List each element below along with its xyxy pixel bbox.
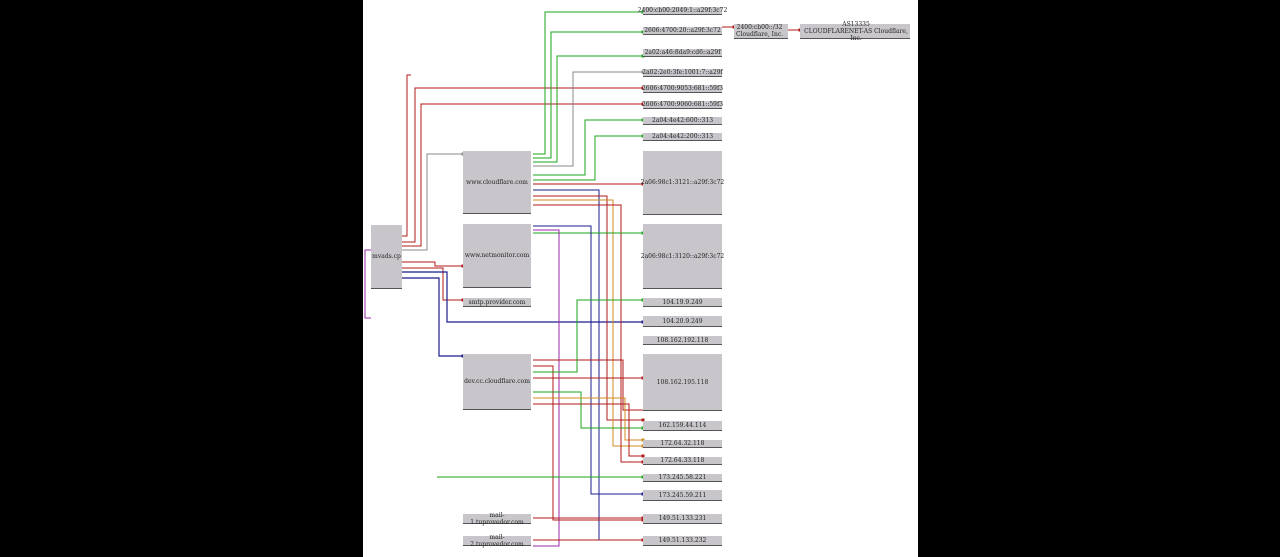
- edge-9: [364, 249, 371, 319]
- node-ipv6-big-2[interactable]: 2a06:98c1:3120::a29f:3c72: [641, 224, 724, 289]
- node-ipv4-4[interactable]: 162.159.44.114: [643, 421, 722, 431]
- edge-25: [533, 365, 643, 521]
- node-ipv6-5[interactable]: 2606:4700:9053:681::59f3: [641, 85, 724, 93]
- edge-4: [402, 153, 463, 251]
- edge-20: [533, 204, 643, 463]
- node-asn[interactable]: AS13335 CLOUDFLARENET-AS Cloudflare, Inc…: [800, 21, 910, 42]
- edge-5: [402, 261, 463, 267]
- node-asn-network[interactable]: 2400:cb00::/32 Cloudflare, Inc.: [734, 24, 788, 39]
- edge-15: [533, 135, 643, 181]
- node-ipv6-2[interactable]: 2606:4700:20::a29f:3c72: [643, 27, 722, 35]
- node-dev-cloudflare[interactable]: dev.cc.cloudflare.com: [463, 354, 531, 410]
- node-ipv4-big-3[interactable]: 108.162.195.118: [643, 354, 722, 411]
- edge-13: [533, 71, 643, 167]
- edge-7: [402, 271, 643, 323]
- edge-29: [533, 397, 643, 441]
- edge-arrowhead: [641, 418, 645, 422]
- edge-6: [402, 267, 463, 301]
- edge-14: [533, 119, 643, 176]
- node-small-subdomain[interactable]: smtp.provider.com: [463, 298, 531, 307]
- node-ipv6-4[interactable]: 2a02:2e0:3fe:1001:7::a29f: [642, 69, 723, 77]
- node-ipv4-6[interactable]: 172.64.33.118: [643, 457, 722, 465]
- node-ipv4-3[interactable]: 108.162.192.118: [643, 336, 722, 345]
- node-ipv4-9[interactable]: 149.51.133.231: [643, 514, 722, 524]
- node-ipv4-5[interactable]: 172.64.32.118: [643, 440, 722, 448]
- edge-11: [533, 31, 643, 159]
- edge-26: [533, 299, 643, 373]
- edge-3: [402, 103, 643, 247]
- node-ipv4-1[interactable]: 104.19.9.249: [643, 298, 722, 307]
- edge-19: [533, 199, 643, 447]
- node-ipv6-8[interactable]: 2a04:4e42:200::313: [643, 133, 722, 141]
- node-ipv4-2[interactable]: 104.20.9.249: [643, 316, 722, 327]
- node-ipv6-6[interactable]: 2606:4700:9060:681::59f3: [641, 101, 724, 109]
- edge-2: [402, 87, 643, 243]
- edge-10: [533, 11, 643, 155]
- node-ipv4-10[interactable]: 149.51.133.232: [643, 536, 722, 546]
- node-www-cloudflare[interactable]: www.cloudflare.com: [463, 151, 531, 214]
- edge-28: [533, 391, 643, 429]
- edge-8: [402, 277, 463, 357]
- node-ipv6-3[interactable]: 2a02:a46:8da9:cd6::a29f: [643, 49, 722, 57]
- node-ipv4-8[interactable]: 173.245.59.211: [643, 490, 722, 501]
- diagram-edges: [364, 10, 802, 547]
- edge-17: [533, 189, 643, 541]
- node-ipv4-7[interactable]: 173.245.58.221: [643, 474, 722, 482]
- node-ipv6-1[interactable]: 2400:cb00:2049:1::a29f:3c72: [637, 7, 728, 15]
- node-www-netmonitor[interactable]: www.netmonitor.com: [463, 224, 531, 288]
- edge-12: [533, 55, 643, 163]
- diagram-canvas: mvads.cp www.cloudflare.com www.netmonit…: [363, 0, 918, 557]
- node-root[interactable]: mvads.cp: [371, 225, 402, 289]
- edge-arrowhead: [641, 454, 645, 458]
- node-ipv6-big-1[interactable]: 2a06:98c1:3121::a29f:3c72: [641, 151, 724, 215]
- node-mail-1[interactable]: mail-1.tuprovedor.com: [463, 512, 531, 526]
- edge-23: [533, 229, 560, 547]
- node-ipv6-7[interactable]: 2a04:4e42:600::313: [643, 117, 722, 125]
- edge-24: [533, 359, 643, 411]
- edge-1: [402, 74, 411, 237]
- edge-30: [533, 403, 643, 457]
- node-mail-2[interactable]: mail-2.tuprovedor.com: [463, 534, 531, 548]
